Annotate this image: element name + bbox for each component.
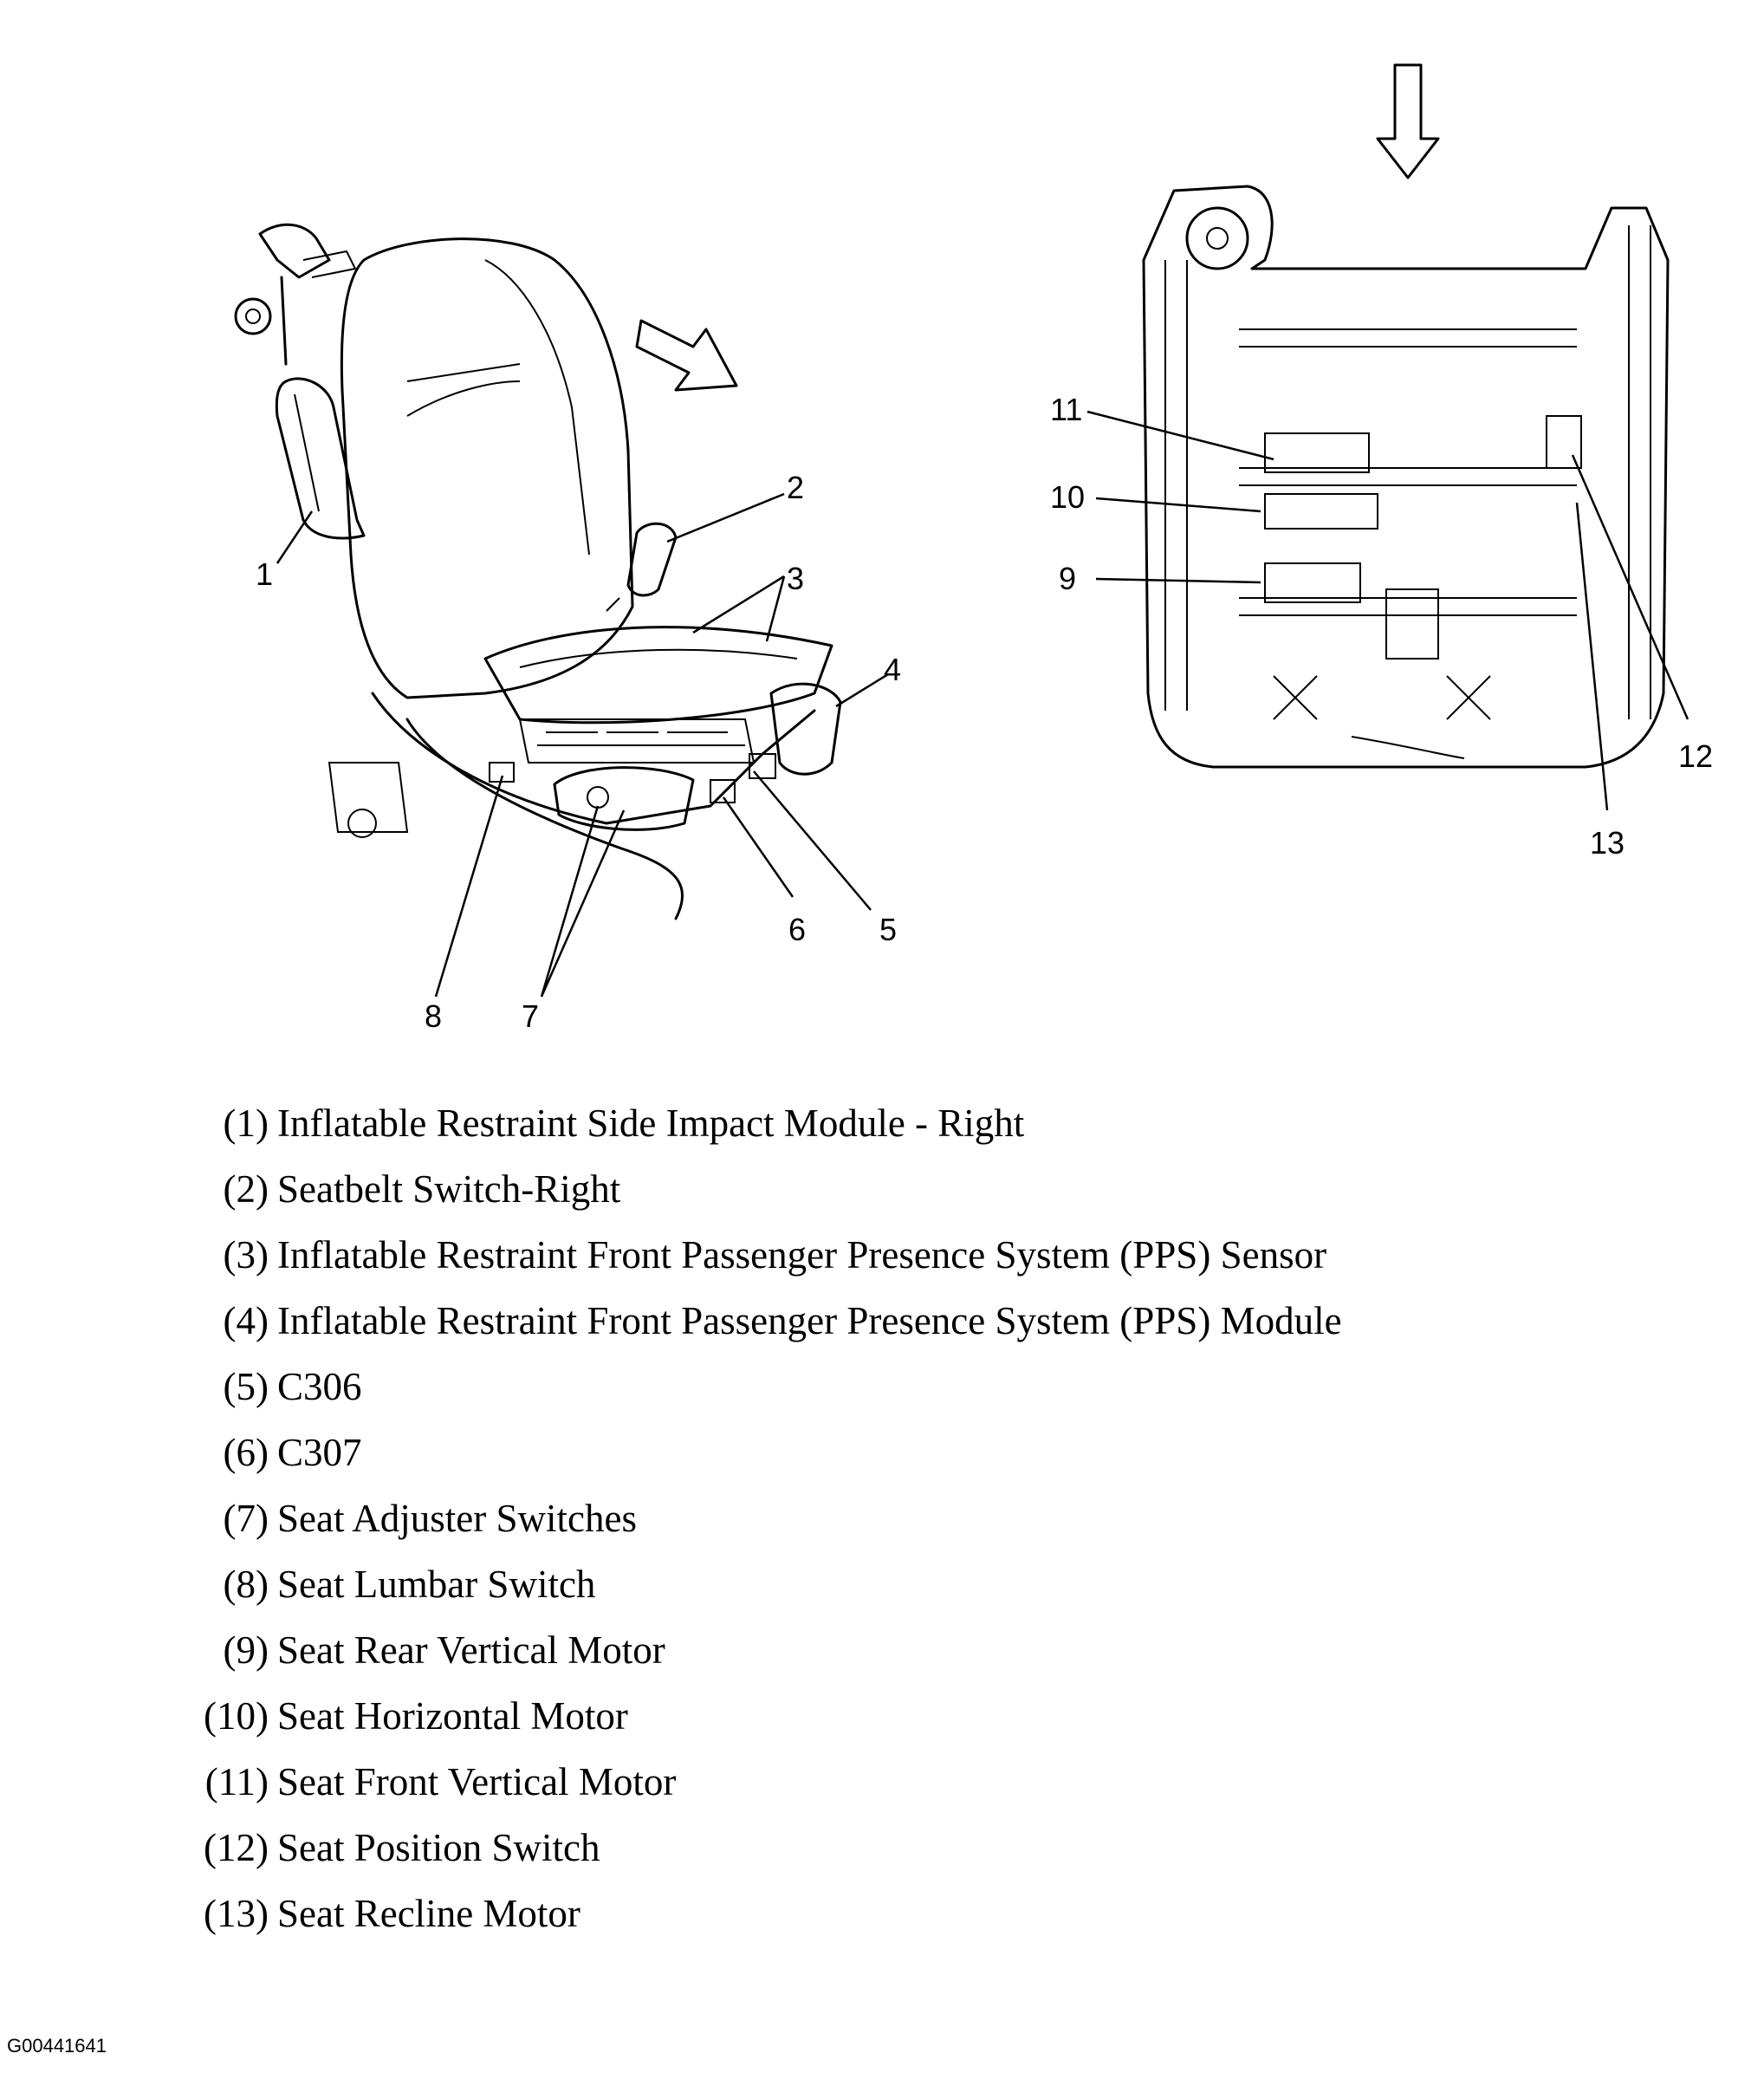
- callout-12: 12: [1678, 738, 1713, 774]
- legend-label: C306: [277, 1365, 362, 1408]
- legend-number: (3): [223, 1233, 269, 1277]
- view-direction-arrow-icon: [1376, 63, 1440, 179]
- legend-number: (11): [204, 1760, 269, 1803]
- seatbelt-buckle: [606, 522, 678, 612]
- legend-label: Seat Front Vertical Motor: [277, 1760, 677, 1803]
- callout-5: 5: [879, 912, 897, 947]
- legend-item: (9)Seat Rear Vertical Motor: [182, 1628, 1655, 1693]
- callout-9: 9: [1059, 561, 1076, 596]
- legend-label: Seat Rear Vertical Motor: [277, 1628, 665, 1672]
- legend-label: Seat Horizontal Motor: [277, 1694, 628, 1738]
- seatbelt-retractor: [234, 223, 357, 366]
- legend-item: (6)C307: [182, 1430, 1655, 1496]
- legend-label: Inflatable Restraint Front Passenger Pre…: [277, 1233, 1327, 1277]
- legend-label: Seat Recline Motor: [277, 1892, 580, 1935]
- legend-item: (10)Seat Horizontal Motor: [182, 1693, 1655, 1759]
- legend-number: (12): [204, 1826, 269, 1869]
- legend-number: (7): [223, 1497, 269, 1540]
- legend-item: (12)Seat Position Switch: [182, 1825, 1655, 1891]
- legend-number: (1): [223, 1101, 269, 1145]
- legend-label: Inflatable Restraint Front Passenger Pre…: [277, 1299, 1342, 1342]
- callout-6: 6: [788, 912, 806, 947]
- legend-item: (5)C306: [182, 1364, 1655, 1430]
- callout-1: 1: [256, 556, 273, 592]
- callout-3: 3: [787, 561, 804, 596]
- seat-left-view: [234, 223, 842, 920]
- seat-motors: [1264, 415, 1582, 660]
- diagram-canvas: 1 2 3 4 5 6 7 8 9 10 11 12 13: [234, 63, 1713, 1034]
- legend-number: (6): [223, 1431, 269, 1474]
- legend-item: (8)Seat Lumbar Switch: [182, 1562, 1655, 1628]
- legend-number: (13): [204, 1892, 269, 1935]
- legend-number: (4): [223, 1299, 269, 1342]
- legend-number: (10): [204, 1694, 269, 1738]
- callout-7: 7: [522, 998, 539, 1034]
- seat-component-diagram: 1 2 3 4 5 6 7 8 9 10 11 12 13: [234, 63, 1713, 1034]
- legend-label: Seatbelt Switch-Right: [277, 1167, 621, 1211]
- seat-frame-top-view: [1142, 63, 1670, 769]
- legend-item: (2)Seatbelt Switch-Right: [182, 1166, 1655, 1232]
- seat-adjuster-mechanism: [518, 718, 756, 764]
- legend-item: (11)Seat Front Vertical Motor: [182, 1759, 1655, 1825]
- callout-13: 13: [1590, 825, 1625, 861]
- legend-item: (1)Inflatable Restraint Side Impact Modu…: [182, 1101, 1655, 1166]
- legend-item: (3)Inflatable Restraint Front Passenger …: [182, 1232, 1655, 1298]
- legend-label: Seat Adjuster Switches: [277, 1497, 637, 1540]
- legend-label: Seat Position Switch: [277, 1826, 600, 1869]
- legend-label: Seat Lumbar Switch: [277, 1563, 596, 1606]
- callout-labels: 1 2 3 4 5 6 7 8 9 10 11 12 13: [256, 392, 1713, 1034]
- legend-item: (4)Inflatable Restraint Front Passenger …: [182, 1298, 1655, 1364]
- legend-item: (7)Seat Adjuster Switches: [182, 1496, 1655, 1562]
- callout-10: 10: [1050, 479, 1085, 515]
- component-legend: (1)Inflatable Restraint Side Impact Modu…: [182, 1101, 1655, 1957]
- legend-number: (8): [223, 1563, 269, 1606]
- legend-label: C307: [277, 1431, 362, 1474]
- leader-lines: [276, 410, 1689, 998]
- legend-label: Inflatable Restraint Side Impact Module …: [277, 1101, 1025, 1145]
- callout-11: 11: [1050, 392, 1082, 427]
- legend-number: (5): [223, 1365, 269, 1408]
- view-direction-arrow-icon: [635, 319, 738, 392]
- legend-number: (2): [223, 1167, 269, 1211]
- callout-2: 2: [787, 470, 804, 505]
- figure-id: G00441641: [7, 2035, 107, 2057]
- callout-4: 4: [884, 652, 901, 687]
- legend-number: (9): [223, 1628, 269, 1672]
- callout-8: 8: [425, 998, 442, 1034]
- legend-item: (13)Seat Recline Motor: [182, 1891, 1655, 1957]
